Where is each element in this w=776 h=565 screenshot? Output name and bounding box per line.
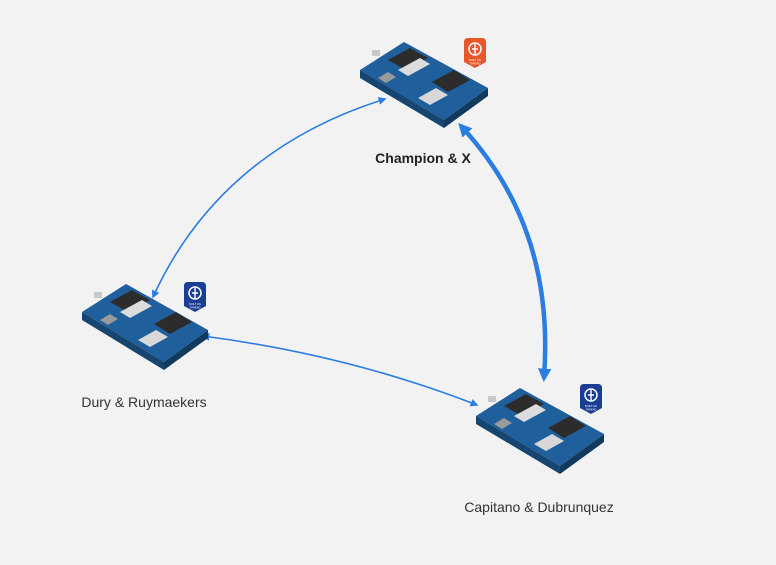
svg-text:THREAD: THREAD bbox=[190, 306, 201, 310]
dev-board-icon bbox=[360, 42, 488, 128]
node-champion[interactable]: BUILT ON THREAD bbox=[360, 38, 488, 128]
node-dury[interactable]: BUILT ON THREAD bbox=[82, 282, 208, 370]
svg-text:BUILT ON: BUILT ON bbox=[189, 302, 201, 306]
svg-text:BUILT ON: BUILT ON bbox=[585, 404, 597, 408]
dev-board-icon bbox=[82, 284, 208, 370]
link-champion-capitano[interactable] bbox=[458, 123, 552, 383]
svg-text:THREAD: THREAD bbox=[586, 408, 597, 412]
node-capitano[interactable]: BUILT ON THREAD bbox=[476, 384, 604, 474]
thread-badge-icon: BUILT ON THREAD bbox=[580, 384, 602, 414]
dev-board-icon bbox=[476, 388, 604, 474]
svg-text:THREAD: THREAD bbox=[470, 62, 481, 66]
node-label-champion[interactable]: Champion & X bbox=[375, 150, 471, 166]
link-champion-dury[interactable] bbox=[152, 97, 387, 299]
node-label-dury[interactable]: Dury & Ruymaekers bbox=[81, 394, 207, 410]
link-dury-capitano[interactable] bbox=[201, 332, 479, 407]
thread-badge-icon: BUILT ON THREAD bbox=[184, 282, 206, 312]
node-label-capitano[interactable]: Capitano & Dubrunquez bbox=[464, 499, 614, 515]
svg-text:BUILT ON: BUILT ON bbox=[469, 58, 481, 62]
thread-badge-icon: BUILT ON THREAD bbox=[464, 38, 486, 68]
